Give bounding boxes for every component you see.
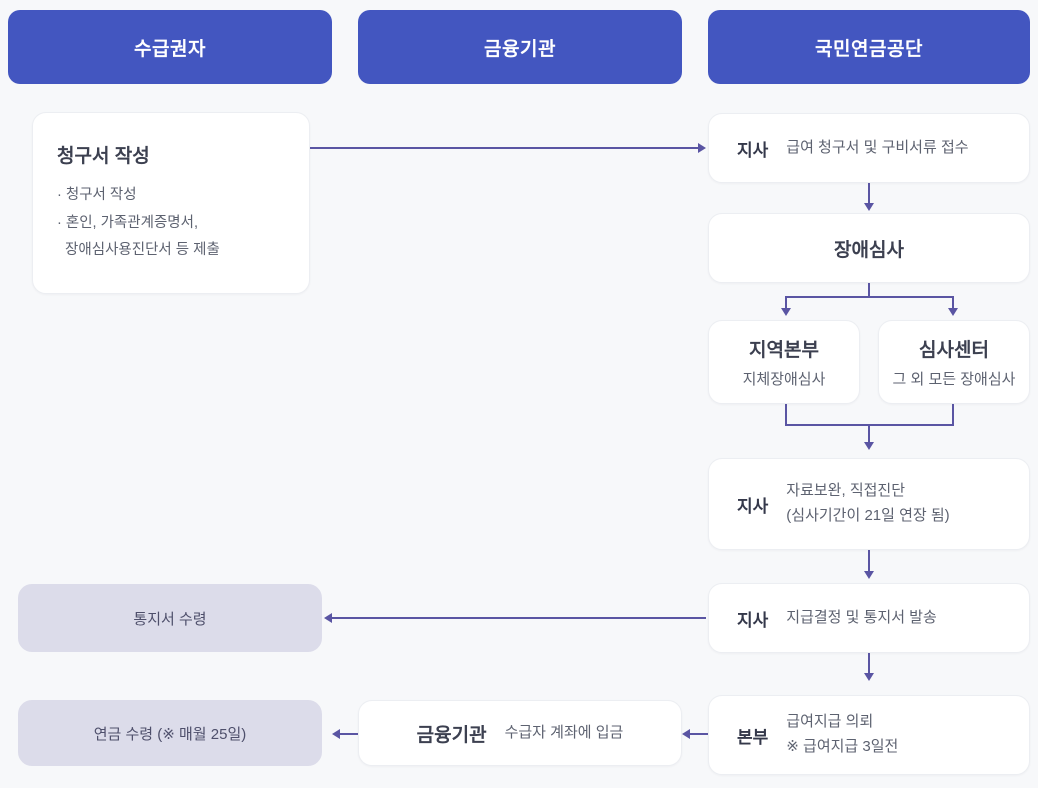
- claim-form-title: 청구서 작성: [57, 146, 150, 168]
- node-branch-notice: 지사 지급결정 및 통지서 발송: [708, 583, 1030, 653]
- node-disability-review: 장애심사: [708, 213, 1030, 283]
- connector-review-split-stem: [868, 283, 870, 297]
- arrowhead-right-claim-to-intake: [698, 143, 706, 153]
- regional-hq-title: 지역본부: [749, 340, 819, 361]
- arrowhead-left-hq-to-bank: [682, 729, 690, 739]
- connector-merge-right-rise: [952, 404, 954, 425]
- node-pension-receipt: 연금 수령 (※ 매월 25일): [18, 700, 322, 766]
- connector-review-split-bar: [785, 296, 954, 298]
- arrowhead-down-merge-to-supplement: [864, 442, 874, 450]
- connector-hq-to-bank: [690, 733, 708, 735]
- node-review-center: 심사센터 그 외 모든 장애심사: [878, 320, 1030, 404]
- bank-deposit-text: 수급자 계좌에 입금: [504, 723, 624, 741]
- branch-notice-tag: 지사: [737, 610, 769, 630]
- column-header-label: 국민연금공단: [815, 38, 923, 60]
- node-claim-form: 청구서 작성 · 청구서 작성 · 혼인, 가족관계증명서, 장애심사용진단서 …: [32, 112, 310, 294]
- arrowhead-down-intake-to-review: [864, 203, 874, 211]
- connector-intake-to-review: [868, 183, 870, 205]
- node-hq-payment-request: 본부 급여지급 의뢰 ※ 급여지급 3일전: [708, 695, 1030, 775]
- arrowhead-left-notice-to-receipt: [324, 613, 332, 623]
- hq-payment-tag: 본부: [737, 727, 769, 747]
- review-center-title: 심사센터: [919, 340, 989, 361]
- claim-form-bullet: · 청구서 작성: [57, 187, 137, 204]
- connector-bank-to-pension: [340, 733, 358, 735]
- hq-payment-line-2: ※ 급여지급 3일전: [786, 738, 899, 755]
- connector-claim-to-intake: [310, 147, 698, 149]
- arrowhead-down-to-regional-hq: [781, 308, 791, 316]
- branch-intake-tag: 지사: [737, 140, 769, 160]
- pension-receipt-label: 연금 수령 (※ 매월 25일): [93, 725, 247, 743]
- connector-notice-to-hq-payment: [868, 653, 870, 675]
- bank-deposit-tag: 금융기관: [416, 724, 487, 746]
- column-header-financial-institution: 금융기관: [358, 10, 682, 84]
- review-center-subtitle: 그 외 모든 장애심사: [892, 371, 1016, 388]
- column-header-label: 금융기관: [484, 38, 556, 60]
- arrowhead-left-bank-to-pension: [332, 729, 340, 739]
- node-regional-headquarters: 지역본부 지체장애심사: [708, 320, 860, 404]
- branch-supplement-line-2: (심사기간이 21일 연장 됨): [786, 507, 950, 524]
- node-notice-receipt: 통지서 수령: [18, 584, 322, 652]
- claim-form-bullet: 장애심사용진단서 등 제출: [57, 242, 220, 259]
- branch-supplement-line-1: 자료보완, 직접진단: [786, 482, 906, 500]
- branch-intake-text: 급여 청구서 및 구비서류 접수: [786, 138, 969, 156]
- connector-split-left-drop: [785, 296, 787, 310]
- claim-form-bullet: · 혼인, 가족관계증명서,: [57, 214, 199, 231]
- column-header-beneficiary: 수급권자: [8, 10, 332, 84]
- connector-merge-left-rise: [785, 404, 787, 425]
- column-header-label: 수급권자: [134, 38, 206, 60]
- node-branch-intake: 지사 급여 청구서 및 구비서류 접수: [708, 113, 1030, 183]
- branch-supplement-tag: 지사: [737, 496, 769, 516]
- column-header-national-pension-service: 국민연금공단: [708, 10, 1030, 84]
- connector-merge-stem: [868, 424, 870, 444]
- connector-notice-to-receipt: [332, 617, 706, 619]
- regional-hq-subtitle: 지체장애심사: [742, 371, 826, 388]
- node-branch-supplement: 지사 자료보완, 직접진단 (심사기간이 21일 연장 됨): [708, 458, 1030, 550]
- connector-split-right-drop: [952, 296, 954, 310]
- arrowhead-down-supplement-to-notice: [864, 571, 874, 579]
- node-bank-deposit: 금융기관 수급자 계좌에 입금: [358, 700, 682, 766]
- connector-supplement-to-notice: [868, 550, 870, 573]
- arrowhead-down-to-review-center: [948, 308, 958, 316]
- branch-notice-text: 지급결정 및 통지서 발송: [786, 608, 937, 626]
- notice-receipt-label: 통지서 수령: [133, 610, 207, 628]
- hq-payment-line-1: 급여지급 의뢰: [786, 713, 874, 731]
- arrowhead-down-notice-to-hq-payment: [864, 673, 874, 681]
- disability-review-label: 장애심사: [834, 239, 904, 261]
